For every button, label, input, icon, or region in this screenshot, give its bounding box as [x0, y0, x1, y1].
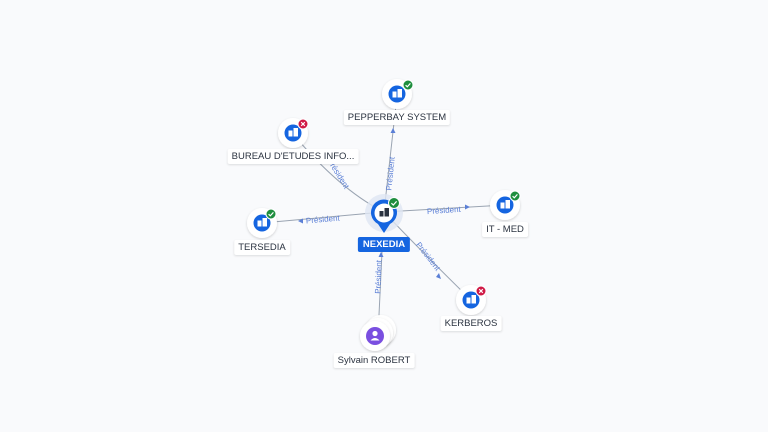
edge-tersedia — [261, 211, 385, 224]
company-node-tersedia[interactable] — [247, 208, 277, 238]
company-label-kerberos[interactable]: KERBEROS — [440, 316, 502, 331]
status-badge-active — [265, 208, 277, 220]
building-icon — [392, 89, 402, 98]
person-label[interactable]: Sylvain ROBERT — [333, 353, 415, 368]
building-icon — [379, 208, 389, 217]
building-icon — [466, 295, 476, 304]
company-node-kerberos[interactable] — [456, 285, 487, 315]
company-node-itmed[interactable] — [490, 190, 521, 220]
company-label-itmed[interactable]: IT - MED — [482, 222, 528, 237]
building-icon — [257, 218, 267, 227]
company-label-pepperbay[interactable]: PEPPERBAY SYSTEM — [343, 110, 451, 125]
building-icon — [500, 200, 510, 209]
edge-label-pepperbay: Président — [384, 156, 397, 191]
person-icon — [370, 330, 380, 341]
center-node-label[interactable]: NEXEDIA — [357, 237, 411, 252]
company-node-bureau[interactable] — [278, 118, 309, 148]
company-node-pepperbay[interactable] — [382, 79, 414, 109]
person-node[interactable] — [360, 315, 396, 351]
arrow-kerberos — [436, 273, 441, 279]
status-badge-active — [509, 190, 521, 202]
center-node[interactable] — [365, 194, 403, 233]
status-badge-active — [402, 79, 414, 91]
building-icon — [288, 128, 298, 137]
company-label-tersedia[interactable]: TERSEDIA — [234, 240, 290, 255]
edge-itmed — [383, 204, 506, 213]
status-badge-active — [388, 197, 400, 209]
arrow-itmed — [465, 204, 470, 210]
edge-label-tersedia: Président — [306, 213, 341, 225]
company-label-bureau[interactable]: BUREAU D'ETUDES INFO... — [227, 149, 359, 164]
edge-label-kerberos: Président — [414, 240, 442, 273]
arrow-pepperbay — [390, 128, 396, 133]
arrow-tersedia — [298, 218, 303, 224]
edge-label-person: Président — [373, 259, 383, 294]
arrow-person — [378, 252, 384, 257]
edge-label-itmed: Président — [427, 205, 462, 216]
